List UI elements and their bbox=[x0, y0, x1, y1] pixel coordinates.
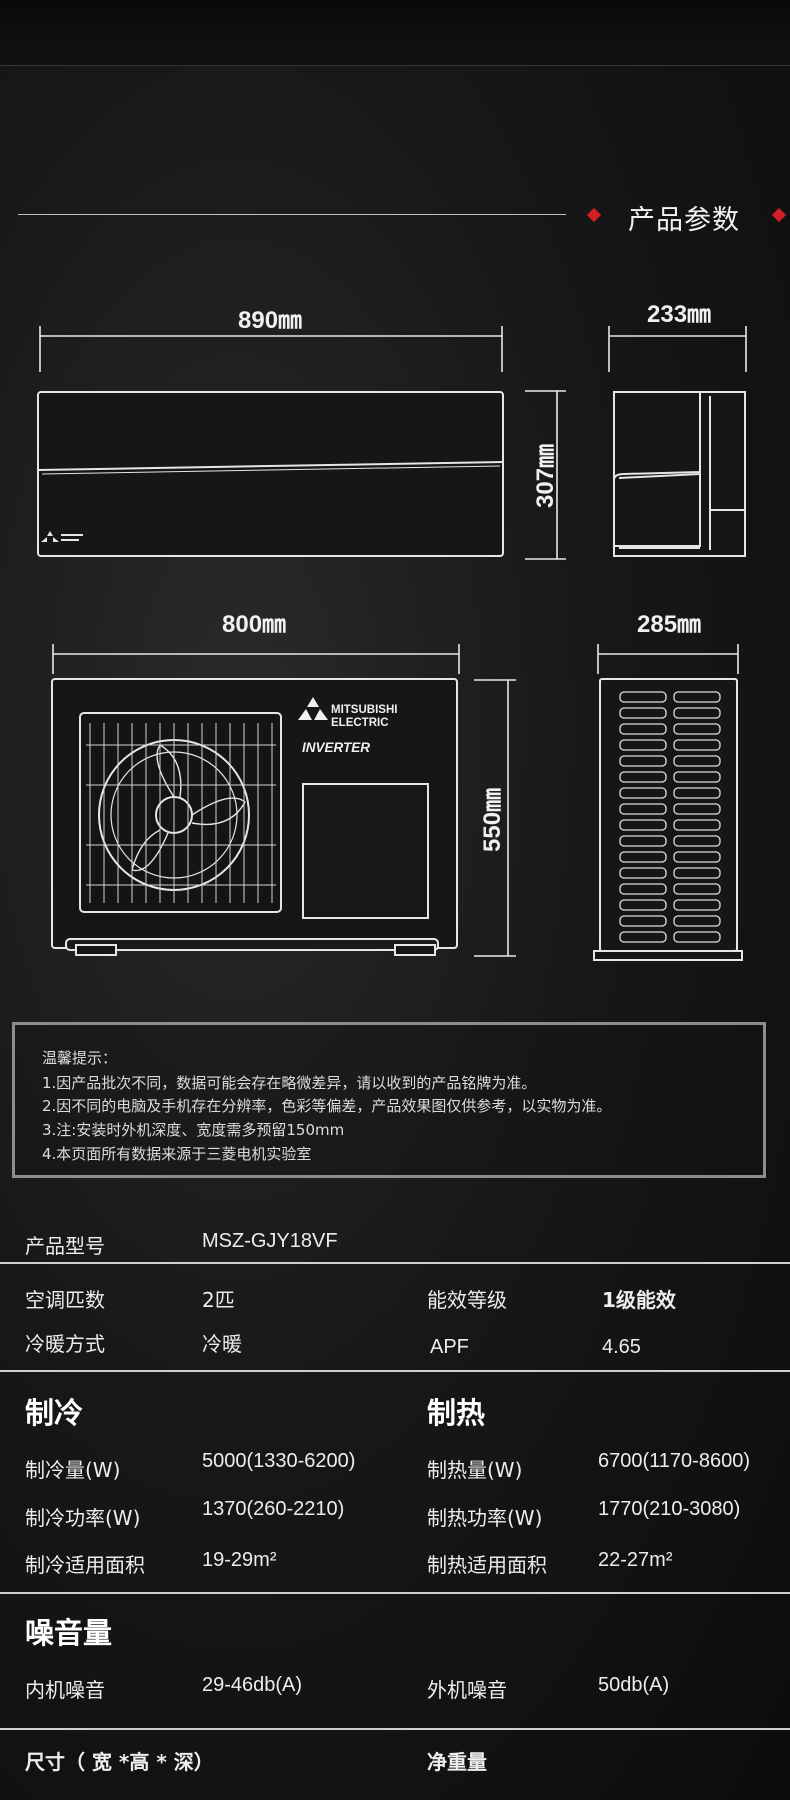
row-divider bbox=[0, 1728, 790, 1730]
outdoor-fan-grille bbox=[86, 723, 276, 903]
notice-line: 2.因不同的电脑及手机存在分辨率，色彩等偏差，产品效果图仅供参考，以实物为准。 bbox=[42, 1097, 612, 1115]
inverter-label: INVERTER bbox=[302, 740, 370, 755]
top-banner bbox=[0, 0, 790, 66]
notice-title: 温馨提示： bbox=[42, 1049, 118, 1067]
indoor-height-label: 307㎜ bbox=[532, 444, 559, 508]
outdoor-width-label: 800㎜ bbox=[222, 611, 286, 638]
heat-power-value: 1770(210-3080) bbox=[598, 1498, 741, 1520]
section-title: 产品参数 bbox=[628, 205, 740, 236]
cool-area-value: 19-29m² bbox=[202, 1549, 277, 1571]
apf-label: APF bbox=[430, 1336, 469, 1358]
cool-title: 制冷 bbox=[25, 1396, 84, 1430]
hp-value: 2匹 bbox=[202, 1288, 235, 1312]
heat-capacity-value: 6700(1170-8600) bbox=[598, 1450, 750, 1472]
size-label: 尺寸（ 宽 *高 * 深） bbox=[25, 1750, 214, 1774]
outdoor-side-vents bbox=[619, 691, 721, 943]
cool-area-label: 制冷适用面积 bbox=[25, 1553, 145, 1577]
apf-value: 4.65 bbox=[602, 1336, 641, 1358]
dimension-drawings: 890㎜ 233㎜ 307㎜ 800㎜ 285㎜ 550㎜ MITSUBISHI… bbox=[37, 301, 747, 961]
outdoor-unit-side bbox=[593, 678, 743, 961]
indoor-noise-label: 内机噪音 bbox=[25, 1678, 105, 1702]
cool-power-value: 1370(260-2210) bbox=[202, 1498, 345, 1520]
notice-line: 3.注:安装时外机深度、宽度需多预留150mm bbox=[42, 1121, 345, 1139]
heat-power-label: 制热功率(W) bbox=[427, 1506, 543, 1530]
cool-capacity-label: 制冷量(W) bbox=[25, 1458, 121, 1482]
hp-label: 空调匹数 bbox=[25, 1288, 105, 1312]
grade-label: 能效等级 bbox=[427, 1288, 507, 1312]
outdoor-unit-front bbox=[51, 678, 458, 956]
mode-value: 冷暖 bbox=[202, 1332, 242, 1356]
model-label: 产品型号 bbox=[25, 1234, 105, 1258]
indoor-unit-side bbox=[613, 391, 746, 557]
indoor-width-label: 890㎜ bbox=[238, 307, 302, 334]
brand-line1: MITSUBISHI bbox=[331, 704, 397, 716]
heat-capacity-label: 制热量(W) bbox=[427, 1458, 523, 1482]
outdoor-depth-label: 285㎜ bbox=[637, 611, 701, 638]
mitsubishi-logo-icon bbox=[41, 531, 83, 542]
row-divider bbox=[0, 1262, 790, 1264]
heat-title: 制热 bbox=[427, 1396, 486, 1430]
notice-line: 4.本页面所有数据来源于三菱电机实验室 bbox=[42, 1145, 312, 1163]
heat-area-value: 22-27m² bbox=[598, 1549, 673, 1571]
outdoor-noise-value: 50db(A) bbox=[598, 1674, 670, 1696]
mode-label: 冷暖方式 bbox=[25, 1332, 105, 1356]
indoor-noise-value: 29-46db(A) bbox=[202, 1674, 303, 1696]
cool-capacity-value: 5000(1330-6200) bbox=[202, 1450, 356, 1472]
header-divider bbox=[18, 214, 566, 215]
noise-title: 噪音量 bbox=[25, 1616, 113, 1650]
row-divider bbox=[0, 1592, 790, 1594]
outdoor-noise-label: 外机噪音 bbox=[427, 1678, 507, 1702]
weight-label: 净重量 bbox=[427, 1750, 487, 1774]
outdoor-mitsubishi-logo-icon bbox=[298, 697, 328, 720]
brand-line2: ELECTRIC bbox=[331, 717, 389, 729]
outdoor-height-label: 550㎜ bbox=[479, 788, 506, 852]
cool-power-label: 制冷功率(W) bbox=[25, 1506, 141, 1530]
notice-box: 温馨提示： 1.因产品批次不同，数据可能会存在略微差异，请以收到的产品铭牌为准。… bbox=[12, 1022, 766, 1178]
heat-area-label: 制热适用面积 bbox=[427, 1553, 547, 1577]
grade-value: 1级能效 bbox=[602, 1288, 676, 1312]
indoor-depth-label: 233㎜ bbox=[647, 301, 711, 328]
model-value: MSZ-GJY18VF bbox=[202, 1230, 338, 1252]
row-divider bbox=[0, 1370, 790, 1372]
notice-line: 1.因产品批次不同，数据可能会存在略微差异，请以收到的产品铭牌为准。 bbox=[42, 1074, 537, 1092]
indoor-unit-front bbox=[37, 391, 504, 557]
